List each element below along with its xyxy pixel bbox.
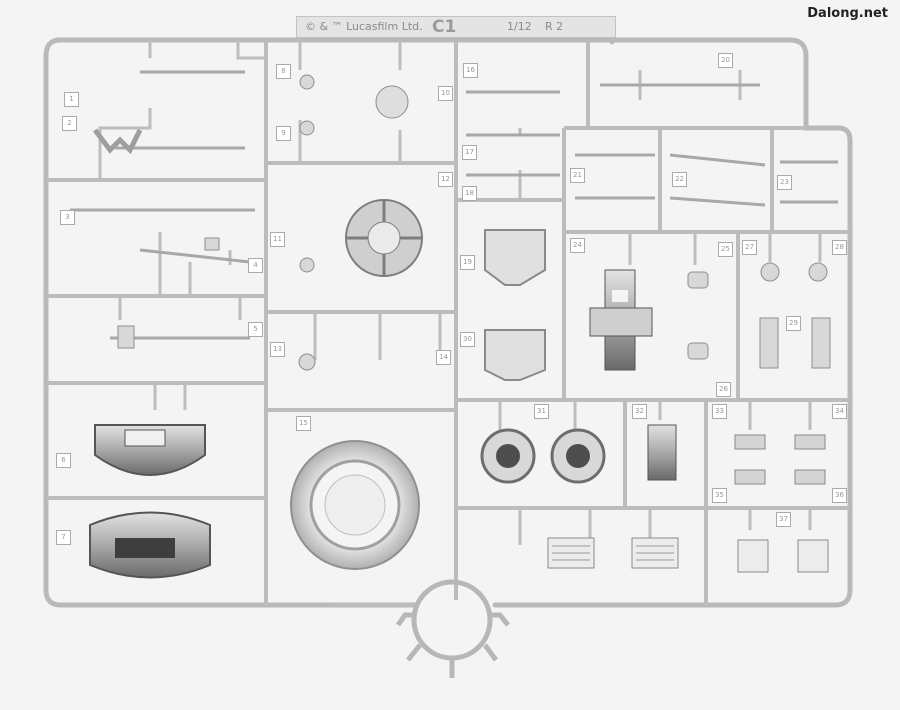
bottom-ring — [395, 579, 510, 678]
part-number-tag: 32 — [632, 404, 647, 419]
part-number-tag: 6 — [56, 453, 71, 468]
sprue-header-plate: © & ™ Lucasfilm Ltd. C1 1/12 R 2 — [296, 16, 616, 38]
part-number-tag: 4 — [248, 258, 263, 273]
part-number-tag: 33 — [712, 404, 727, 419]
dome-parts — [89, 424, 211, 579]
part-number-tag: 16 — [463, 63, 478, 78]
gate-stubs — [98, 40, 822, 545]
part-number-tag: 3 — [60, 210, 75, 225]
part-number-tag: 1 — [64, 92, 79, 107]
part-number-tag: 2 — [62, 116, 77, 131]
part-number-tag: 22 — [672, 172, 687, 187]
part-number-tag: 25 — [718, 242, 733, 257]
part-number-tag: 29 — [786, 316, 801, 331]
vent-grilles — [547, 537, 829, 573]
part-number-tag: 34 — [832, 404, 847, 419]
leg-brackets — [484, 229, 546, 381]
t-parts — [734, 434, 826, 485]
ring-parts — [480, 428, 606, 484]
sprue-id: C1 — [432, 17, 457, 37]
part-number-tag: 21 — [570, 168, 585, 183]
small-parts — [117, 74, 831, 371]
part-number-tag: 19 — [460, 255, 475, 270]
part-number-tag: 28 — [832, 240, 847, 255]
part-number-tag: 27 — [742, 240, 757, 255]
part-number-tag: 9 — [276, 126, 291, 141]
small-block — [647, 424, 677, 481]
ankle-bracket — [589, 269, 653, 371]
part-number-tag: 20 — [718, 53, 733, 68]
big-disc — [290, 440, 420, 570]
part-number-tag: 24 — [570, 238, 585, 253]
part-number-tag: 31 — [534, 404, 549, 419]
part-number-tag: 36 — [832, 488, 847, 503]
part-number-tag: 12 — [438, 172, 453, 187]
part-number-tag: 37 — [776, 512, 791, 527]
sprue-runners — [46, 40, 850, 607]
copyright-text: © & ™ Lucasfilm Ltd. — [305, 20, 423, 33]
part-number-tag: 23 — [777, 175, 792, 190]
part-number-tag: 26 — [716, 382, 731, 397]
part-code: R 2 — [545, 20, 564, 33]
part-number-tag: 35 — [712, 488, 727, 503]
part-number-tag: 8 — [276, 64, 291, 79]
claw-part — [93, 128, 143, 155]
part-number-tag: 30 — [460, 332, 475, 347]
watermark-text: Dalong.net — [807, 6, 888, 21]
part-number-tag: 17 — [462, 145, 477, 160]
part-number-tag: 13 — [270, 342, 285, 357]
sprue-frame — [43, 37, 853, 608]
rod-parts — [70, 70, 838, 340]
emblem-disc — [375, 85, 409, 119]
part-number-tag: 18 — [462, 186, 477, 201]
part-number-tag: 11 — [270, 232, 285, 247]
gear-hub — [345, 199, 423, 277]
part-number-tag: 7 — [56, 530, 71, 545]
part-number-tag: 14 — [436, 350, 451, 365]
scale-text: 1/12 — [507, 20, 532, 33]
part-number-tag: 15 — [296, 416, 311, 431]
part-number-tag: 10 — [438, 86, 453, 101]
part-number-tag: 5 — [248, 322, 263, 337]
